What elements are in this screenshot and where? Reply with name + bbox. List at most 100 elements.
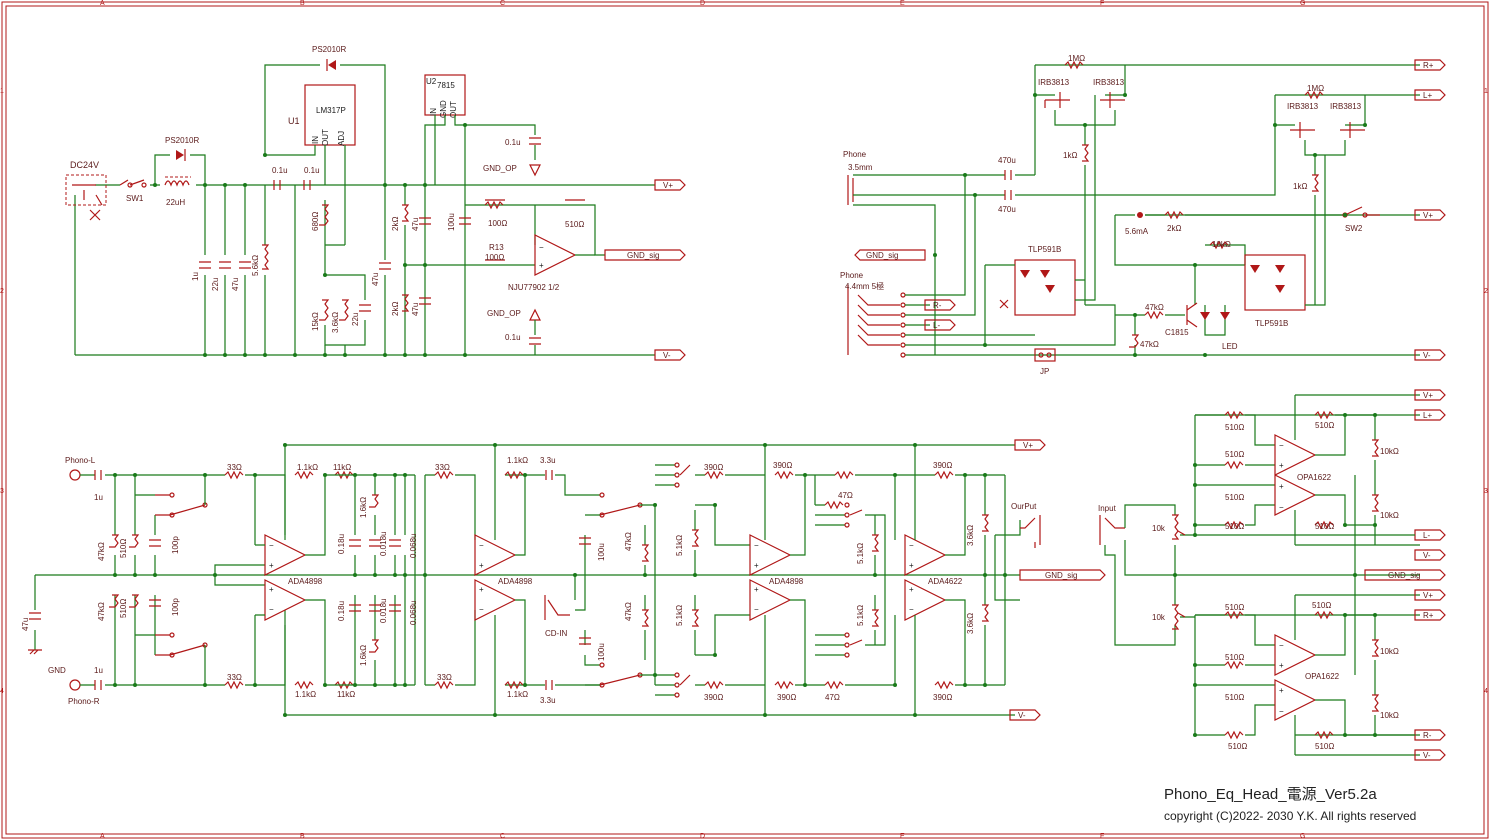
net-label-text: V- (1423, 551, 1431, 560)
cap-label: 47u (411, 303, 420, 316)
input-jack-icon (1099, 515, 1125, 545)
copyright-notice: copyright (C)2022- 2030 Y.K. All rights … (1164, 809, 1416, 823)
net-label-lplus: L+ (1414, 89, 1446, 101)
cap-label: 100p (171, 598, 180, 616)
opamp-minus: − (1279, 641, 1284, 650)
cap-label: 47u (371, 273, 380, 286)
balanced-output-section: V+ L+ L- V- GND_sig V+ R+ R- (1098, 389, 1446, 761)
resistor-icon (1224, 610, 1334, 740)
column-label: D (700, 0, 705, 7)
mosfet-label: IRB3813 (1093, 78, 1125, 87)
opamp-plus: + (539, 261, 544, 270)
photorelay-label: TLP591B (1255, 319, 1288, 328)
opamp-plus: + (1279, 461, 1284, 470)
cap-label: 3.3u (540, 456, 556, 465)
resistor-icon (1224, 410, 1334, 530)
resistor-label: 510Ω (119, 599, 128, 618)
mosfet-label: IRB3813 (1287, 102, 1319, 111)
resistor-icon (402, 204, 410, 312)
diode-icon (328, 60, 336, 70)
resistor-label: 1.6kΩ (359, 497, 368, 518)
resistor-label: 1.1kΩ (507, 456, 528, 465)
resistor-label: 510Ω (1315, 522, 1334, 531)
net-label-text: V- (663, 351, 671, 360)
cap-label: 0.068u (409, 534, 418, 558)
regulator-ref: U1 (288, 116, 300, 126)
resistor-label: 510Ω (1315, 742, 1334, 751)
capacitor-icon (273, 180, 311, 190)
resistor-icon (1372, 639, 1380, 712)
opamp-minus: − (1279, 503, 1284, 512)
opamp-icon (1274, 634, 1317, 721)
resistor-label: 100Ω (488, 219, 507, 228)
cap-label: 0.018u (379, 599, 388, 623)
drawing-title: Phono_Eq_Head_電源_Ver5.2a (1164, 786, 1377, 803)
resistor-label: 47kΩ (97, 602, 106, 621)
opamp-minus: − (909, 605, 914, 614)
opamp-icon (1274, 434, 1317, 516)
cap-label: 3.3u (540, 696, 556, 705)
resistor-label: 2kΩ (1167, 224, 1181, 233)
pin-label: OUT (321, 129, 330, 146)
input-right-label: Phono-R (68, 697, 100, 706)
column-label: F (1100, 0, 1104, 7)
photorelay-label: TLP591B (1028, 245, 1061, 254)
row-label: 1 (0, 88, 4, 95)
net-label-gnd-sig: GND_sig (1019, 569, 1106, 581)
net-label-lminus: L- (924, 319, 956, 331)
cap-label: 47u (21, 618, 30, 631)
pin-label: OUT (449, 101, 458, 118)
column-label: B (300, 0, 305, 7)
cap-label: 22u (211, 278, 220, 291)
capacitor-icon (545, 470, 553, 690)
resistor-label: 1.1kΩ (295, 690, 316, 699)
net-label-vminus: V- (1009, 709, 1041, 721)
net-label-rplus: R+ (1414, 59, 1446, 71)
resistor-label: 47kΩ (624, 602, 633, 621)
capacitor-icon (579, 537, 591, 645)
opamp-minus: − (1279, 441, 1284, 450)
net-label-vminus: V- (1414, 549, 1446, 561)
switch-icon (849, 509, 863, 646)
cap-label: 0.18u (337, 601, 346, 621)
regulator-ref: U2 (426, 77, 437, 86)
output-jack-icon (1020, 515, 1041, 548)
opamp-label: ADA4898 (769, 577, 804, 586)
capacitor-icon (199, 261, 251, 269)
resistor-icon (294, 470, 354, 690)
diode-icon (176, 150, 184, 160)
resistor-label: 1.1kΩ (297, 463, 318, 472)
column-label: C (500, 833, 505, 840)
resistor-label: 510Ω (1225, 450, 1244, 459)
net-label-text: V+ (1423, 211, 1433, 220)
opamp-plus: + (269, 585, 274, 594)
cap-label: 1u (94, 666, 103, 675)
resistor-label: 390Ω (933, 461, 952, 470)
resistor-label: 510Ω (1225, 522, 1244, 531)
resistor-label: 510Ω (1225, 493, 1244, 502)
opamp-label: OPA1622 (1305, 672, 1340, 681)
resistor-label: 47Ω (838, 491, 853, 500)
led-icon (1250, 265, 1285, 293)
net-label-text: R+ (1423, 611, 1434, 620)
resistor-label: 510Ω (1312, 601, 1331, 610)
diode-label: PS2010R (165, 136, 199, 145)
resistor-label: 510Ω (1225, 423, 1244, 432)
row-label: 4 (1484, 688, 1488, 695)
resistor-label: 1.6kΩ (359, 645, 368, 666)
opamp-plus: + (479, 561, 484, 570)
jumper-icon (1034, 348, 1056, 362)
photorelay-left (1014, 259, 1076, 316)
resistor-label: 10kΩ (1380, 447, 1399, 456)
regulator-u1 (304, 84, 356, 146)
capacitor-icon (529, 137, 541, 345)
resistor-label: 1kΩ (1063, 151, 1077, 160)
opamp-minus: − (269, 541, 274, 550)
net-label-text: R- (1423, 731, 1432, 740)
column-label: F (1100, 833, 1104, 840)
led-icon (1200, 312, 1230, 320)
resistor-icon (934, 470, 990, 690)
net-label-text: R- (933, 301, 942, 310)
rca-jack-icon (69, 679, 81, 691)
